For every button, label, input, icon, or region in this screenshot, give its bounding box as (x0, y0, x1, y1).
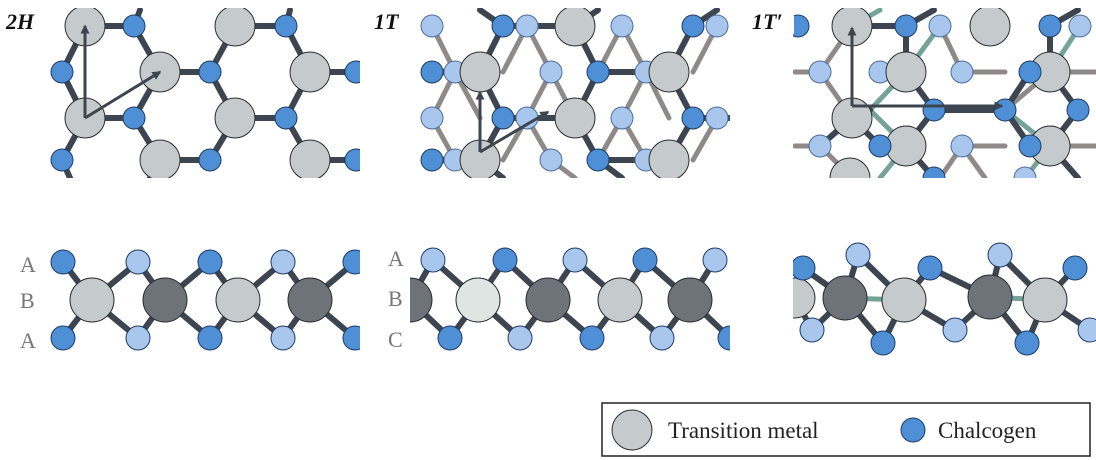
unit-cell-vectors (80, 24, 162, 120)
legend-metal-swatch (611, 409, 653, 451)
legend-chalcogen-swatch (900, 417, 926, 443)
chalcogen-atoms-lower (420, 14, 729, 172)
unit-cell-vectors (475, 90, 550, 154)
legend-chalcogen-label: Chalcogen (938, 418, 1037, 443)
phase-label-1t: 1T (374, 9, 400, 34)
panel-1t-prime-side-view (793, 242, 1096, 356)
panel-2h-top-view (50, 8, 360, 178)
stacking-label-middle: B (20, 288, 35, 313)
stacking-label-top: A (388, 246, 404, 271)
stacking-labels-2h: A B A (20, 252, 36, 353)
metal-atoms (459, 8, 690, 178)
stacking-labels-1t: A B C (388, 246, 404, 352)
legend: Transition metal Chalcogen (601, 402, 1091, 457)
legend-metal-label: Transition metal (668, 418, 819, 443)
chalcogen-atoms (50, 249, 360, 351)
panel-1t-top-view (420, 8, 730, 178)
stacking-label-middle: B (388, 286, 403, 311)
phase-labels: 2H 1T 1T′ (2, 6, 794, 34)
bonds-metal-metal (842, 294, 1048, 303)
metal-atoms (69, 277, 333, 323)
legend-box (601, 402, 1091, 457)
chalcogen-atoms (793, 242, 1096, 356)
panel-1t-prime-top-view (793, 8, 1096, 178)
chalcogen-atoms-upper (793, 14, 1090, 178)
phase-label-2h: 2H (5, 9, 35, 34)
metal-atoms (64, 8, 331, 178)
metal-atoms (410, 277, 713, 323)
unit-cell-vectors (847, 26, 1004, 111)
metal-atoms (793, 274, 1068, 323)
stacking-label-bottom: C (388, 327, 403, 352)
phase-label-1t-prime: 1T′ (752, 9, 783, 34)
stacking-label-bottom: A (20, 328, 36, 353)
panel-1t-side-view (410, 247, 730, 351)
stacking-label-top: A (20, 252, 36, 277)
panel-2h-side-view (50, 249, 360, 351)
chalcogen-atoms (420, 247, 730, 351)
chalcogen-atoms-upper (420, 14, 705, 172)
chalcogen-atoms (50, 14, 360, 172)
